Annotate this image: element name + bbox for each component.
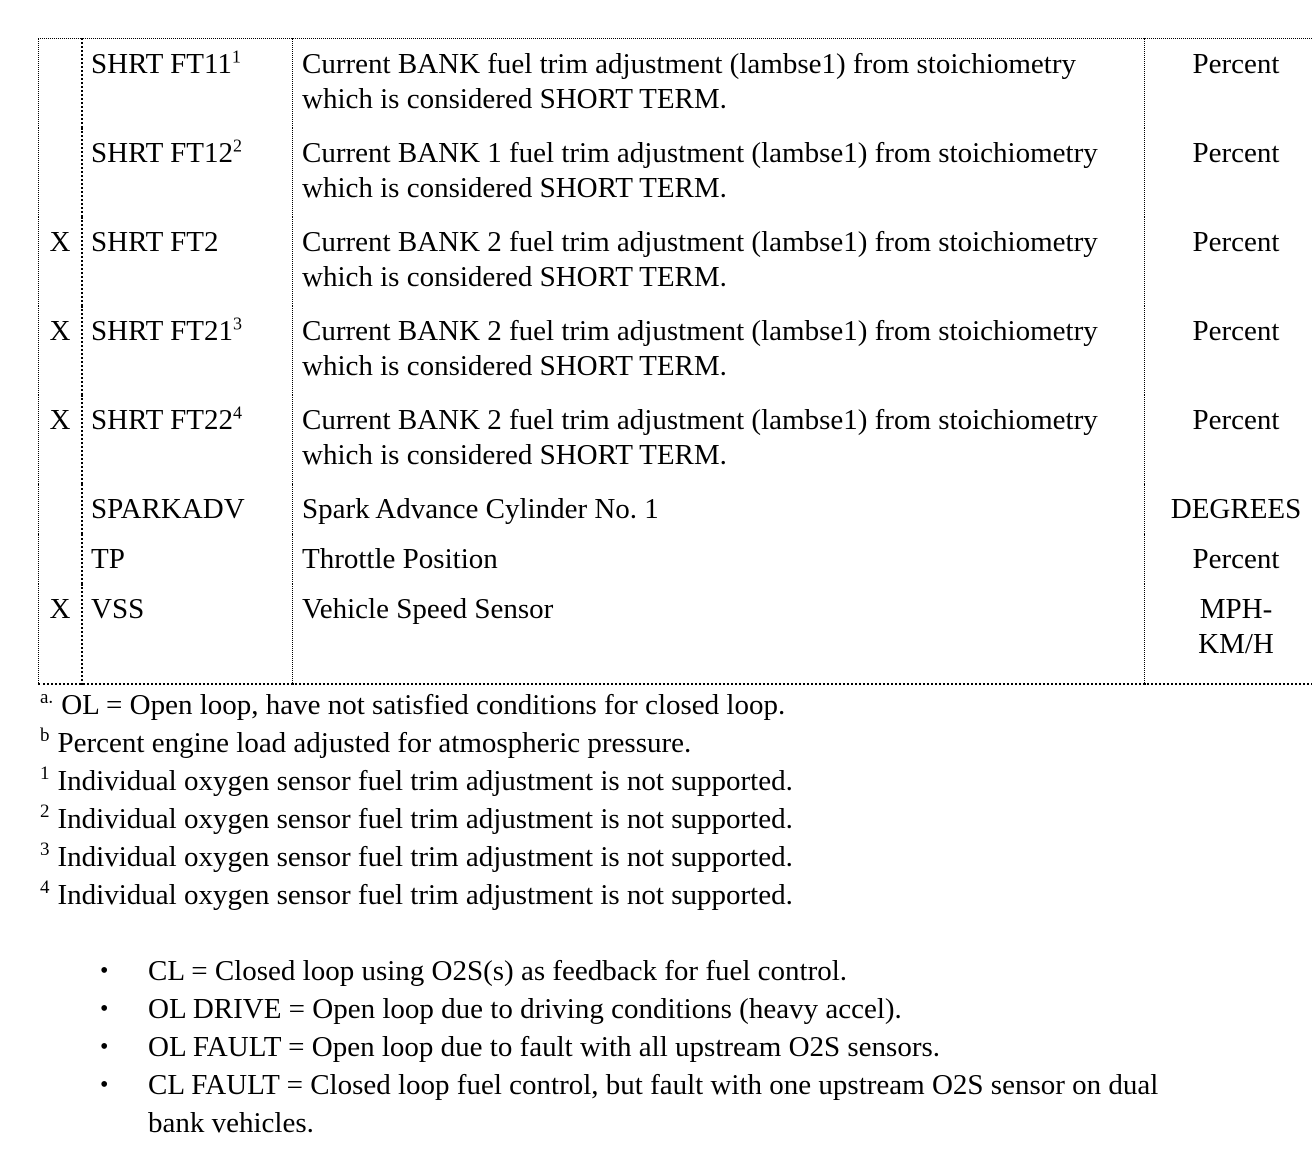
param-name-cell: VSS bbox=[81, 583, 293, 684]
param-name: SHRT FT2 bbox=[91, 225, 219, 258]
footnote: 1 Individual oxygen sensor fuel trim adju… bbox=[40, 762, 1280, 800]
param-description: Current BANK 2 fuel trim adjustment (lam… bbox=[292, 394, 1145, 484]
bullet-icon: • bbox=[100, 958, 109, 984]
param-superscript: 3 bbox=[232, 312, 242, 333]
bullet-icon: • bbox=[100, 1072, 109, 1098]
param-name-cell: TP bbox=[81, 533, 293, 584]
footnote-text: Individual oxygen sensor fuel trim adjus… bbox=[57, 879, 793, 911]
supported-marker: X bbox=[49, 592, 71, 625]
pid-table: SHRT FT111 Current BANK fuel trim adjust… bbox=[38, 38, 1312, 685]
table-row: X SHRT FT213 Current BANK 2 fuel trim ad… bbox=[39, 305, 1312, 395]
param-description: Current BANK fuel trim adjustment (lambs… bbox=[292, 38, 1145, 128]
param-unit: MPH- KM/H bbox=[1144, 583, 1312, 684]
list-item: • CL = Closed loop using O2S(s) as feedba… bbox=[100, 952, 1280, 990]
param-unit: Percent bbox=[1144, 38, 1312, 128]
table-row: SHRT FT111 Current BANK fuel trim adjust… bbox=[39, 38, 1312, 128]
bullet-icon: • bbox=[100, 1034, 109, 1060]
param-superscript: 4 bbox=[232, 401, 242, 422]
param-description: Current BANK 2 fuel trim adjustment (lam… bbox=[292, 305, 1145, 395]
param-description: Vehicle Speed Sensor bbox=[292, 583, 1145, 684]
table-row: X SHRT FT224 Current BANK 2 fuel trim ad… bbox=[39, 394, 1312, 484]
supported-marker bbox=[39, 128, 83, 217]
param-description: Current BANK 2 fuel trim adjustment (lam… bbox=[292, 216, 1145, 306]
footnote-marker: 1 bbox=[40, 763, 50, 785]
table-row: SHRT FT122 Current BANK 1 fuel trim adju… bbox=[39, 127, 1312, 217]
param-unit: Percent bbox=[1144, 394, 1312, 484]
list-item: • CL FAULT = Closed loop fuel control, bu… bbox=[100, 1066, 1280, 1142]
param-superscript: 2 bbox=[232, 134, 242, 155]
param-name: SHRT FT22 bbox=[91, 403, 233, 436]
param-name: SHRT FT12 bbox=[91, 136, 233, 169]
param-name: SHRT FT11 bbox=[91, 48, 232, 80]
footnote-marker: 4 bbox=[40, 877, 50, 899]
param-name-cell: SHRT FT213 bbox=[81, 305, 293, 395]
footnote-text: Individual oxygen sensor fuel trim adjus… bbox=[57, 841, 793, 873]
supported-marker bbox=[39, 484, 83, 534]
bullet-text: OL FAULT = Open loop due to fault with a… bbox=[148, 1031, 941, 1063]
param-unit: DEGREES bbox=[1144, 483, 1312, 534]
param-name: VSS bbox=[91, 592, 145, 625]
supported-marker: X bbox=[49, 225, 71, 258]
param-superscript: 1 bbox=[231, 46, 241, 67]
param-name-cell: SHRT FT122 bbox=[81, 127, 293, 217]
supported-marker bbox=[39, 534, 83, 584]
bullet-text: OL DRIVE = Open loop due to driving cond… bbox=[148, 993, 902, 1025]
param-unit: Percent bbox=[1144, 533, 1312, 584]
supported-marker: X bbox=[49, 403, 71, 436]
param-unit: Percent bbox=[1144, 127, 1312, 217]
list-item: • OL DRIVE = Open loop due to driving con… bbox=[100, 990, 1280, 1028]
param-name-cell: SPARKADV bbox=[81, 483, 293, 534]
table-row: X SHRT FT2 Current BANK 2 fuel trim adju… bbox=[39, 216, 1312, 306]
footnote: a. OL = Open loop, have not satisfied con… bbox=[40, 686, 1280, 724]
param-name: TP bbox=[91, 542, 125, 575]
list-item: • OL FAULT = Open loop due to fault with … bbox=[100, 1028, 1280, 1066]
footnote: b Percent engine load adjusted for atmosp… bbox=[40, 724, 1280, 762]
footnote: 4 Individual oxygen sensor fuel trim adju… bbox=[40, 876, 1280, 914]
bullet-icon: • bbox=[100, 996, 109, 1022]
bullet-text: CL = Closed loop using O2S(s) as feedbac… bbox=[148, 955, 848, 987]
footnote: 2 Individual oxygen sensor fuel trim adju… bbox=[40, 800, 1280, 838]
footnotes-block: a. OL = Open loop, have not satisfied con… bbox=[40, 686, 1280, 914]
param-description: Current BANK 1 fuel trim adjustment (lam… bbox=[292, 127, 1145, 217]
footnote: 3 Individual oxygen sensor fuel trim adju… bbox=[40, 838, 1280, 876]
param-name-cell: SHRT FT2 bbox=[81, 216, 293, 306]
supported-marker: X bbox=[49, 314, 71, 347]
footnote-marker: b bbox=[40, 725, 50, 747]
footnote-marker: a. bbox=[40, 687, 54, 709]
supported-marker bbox=[39, 39, 83, 128]
param-name-cell: SHRT FT224 bbox=[81, 394, 293, 484]
table-row: SPARKADV Spark Advance Cylinder No. 1 DE… bbox=[39, 483, 1312, 534]
footnote-text: Individual oxygen sensor fuel trim adjus… bbox=[57, 765, 793, 797]
param-description: Spark Advance Cylinder No. 1 bbox=[292, 483, 1145, 534]
param-name-cell: SHRT FT111 bbox=[81, 38, 293, 128]
param-unit: Percent bbox=[1144, 305, 1312, 395]
footnote-marker: 3 bbox=[40, 839, 50, 861]
footnote-text: Individual oxygen sensor fuel trim adjus… bbox=[57, 803, 793, 835]
bullet-text: CL FAULT = Closed loop fuel control, but… bbox=[148, 1069, 1159, 1139]
param-name: SHRT FT21 bbox=[91, 314, 233, 347]
param-description: Throttle Position bbox=[292, 533, 1145, 584]
footnote-text: Percent engine load adjusted for atmosph… bbox=[57, 727, 692, 759]
footnote-text: OL = Open loop, have not satisfied condi… bbox=[61, 689, 786, 721]
footnote-marker: 2 bbox=[40, 801, 50, 823]
param-unit: Percent bbox=[1144, 216, 1312, 306]
param-name: SPARKADV bbox=[91, 492, 245, 525]
table-row: X VSS Vehicle Speed Sensor MPH- KM/H bbox=[39, 583, 1312, 684]
fuel-status-bullet-list: • CL = Closed loop using O2S(s) as feedba… bbox=[100, 952, 1280, 1142]
table-row: TP Throttle Position Percent bbox=[39, 533, 1312, 584]
